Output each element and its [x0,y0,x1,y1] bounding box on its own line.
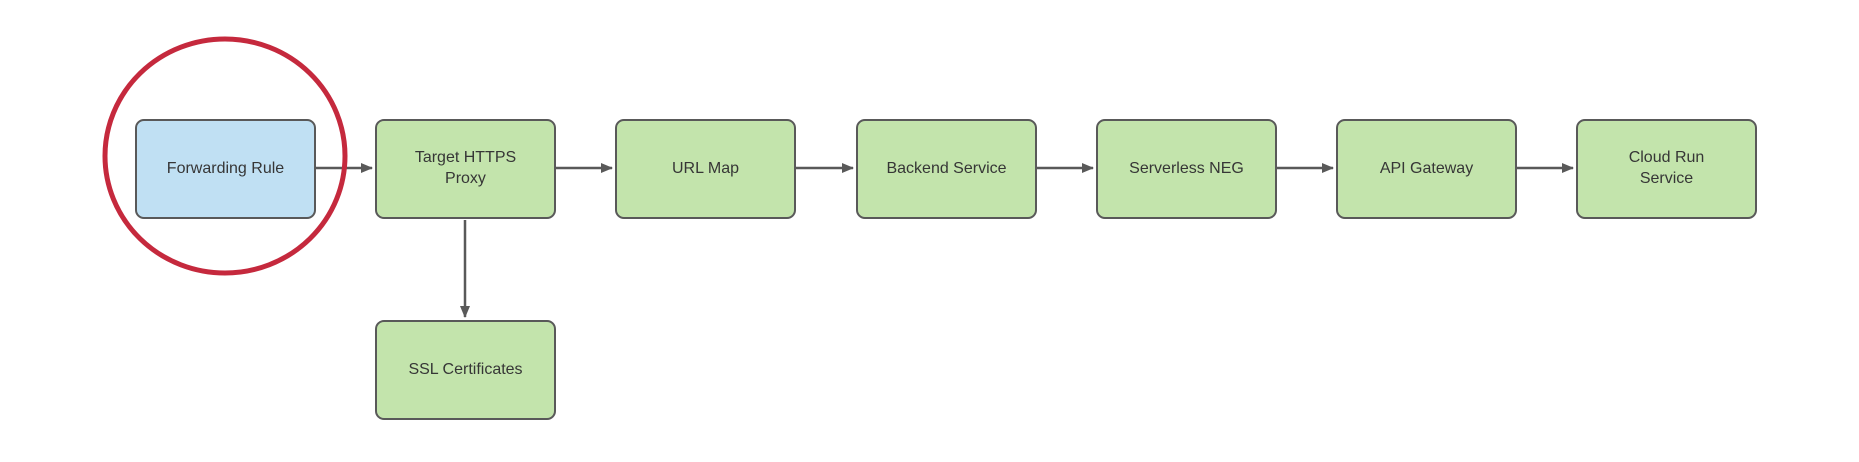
node-serverless-neg-label: Serverless NEG [1129,159,1244,177]
node-ssl-certificates: SSL Certificates [375,320,556,420]
node-api-gateway-label: API Gateway [1379,159,1474,177]
node-target-https-proxy-label: Target HTTPS Proxy [414,149,517,187]
node-forwarding-rule-label: Forwarding Rule [166,159,285,177]
node-backend-service: Backend Service [856,119,1037,219]
node-cloud-run-service: Cloud Run Service [1576,119,1757,219]
node-ssl-certificates-label: SSL Certificates [408,360,523,378]
node-serverless-neg: Serverless NEG [1096,119,1277,219]
node-cloud-run-service-label: Cloud Run Service [1628,149,1705,187]
node-url-map-label: URL Map [672,159,739,177]
node-url-map: URL Map [615,119,796,219]
node-target-https-proxy: Target HTTPS Proxy [375,119,556,219]
node-forwarding-rule: Forwarding Rule [135,119,316,219]
node-api-gateway: API Gateway [1336,119,1517,219]
node-backend-service-label: Backend Service [886,159,1007,177]
